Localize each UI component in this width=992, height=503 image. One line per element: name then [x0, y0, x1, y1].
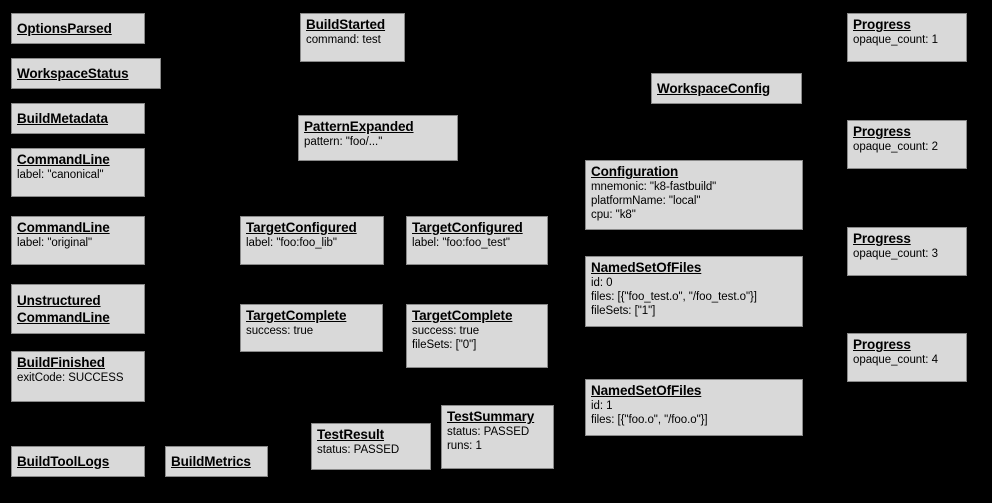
event-node-field: success: true	[412, 325, 480, 337]
event-node-build-finished[interactable]: BuildFinished exitCode: SUCCESS	[11, 351, 145, 402]
event-node-title: TargetConfigured	[246, 220, 357, 235]
event-node-build-tool-logs[interactable]: BuildToolLogs	[11, 446, 145, 477]
event-node-title: BuildStarted	[306, 17, 386, 32]
event-node-pattern-expanded[interactable]: PatternExpanded pattern: "foo/..."	[298, 115, 458, 161]
event-node-field: opaque_count: 2	[853, 141, 938, 153]
event-node-field: fileSets: ["1"]	[591, 305, 656, 317]
event-node-named-set-of-files-0[interactable]: NamedSetOfFiles id: 0 files: [{"foo_test.o…	[585, 256, 803, 327]
event-node-title: WorkspaceConfig	[657, 80, 771, 96]
event-node-field: command: test	[306, 34, 381, 46]
event-node-target-configured-foo-lib[interactable]: TargetConfigured label: "foo:foo_lib"	[240, 216, 384, 265]
event-node-title: BuildToolLogs	[17, 453, 110, 469]
event-node-test-result[interactable]: TestResult status: PASSED	[311, 423, 431, 470]
event-node-progress-4[interactable]: Progress opaque_count: 4	[847, 333, 967, 382]
event-node-build-metrics[interactable]: BuildMetrics	[165, 446, 268, 477]
event-node-field: label: "foo:foo_lib"	[246, 237, 337, 249]
event-node-field: label: "canonical"	[17, 169, 104, 181]
event-node-field: files: [{"foo.o", "/foo.o"}]	[591, 414, 708, 426]
event-node-title: TargetComplete	[412, 308, 513, 323]
event-node-field: success: true	[246, 325, 314, 337]
event-node-test-summary[interactable]: TestSummary status: PASSED runs: 1	[441, 405, 554, 469]
event-node-title: Progress	[853, 17, 911, 32]
event-node-field: opaque_count: 1	[853, 34, 938, 46]
event-node-target-configured-foo-test[interactable]: TargetConfigured label: "foo:foo_test"	[406, 216, 548, 265]
event-node-title: TestResult	[317, 427, 385, 442]
event-node-field: fileSets: ["0"]	[412, 339, 477, 351]
event-node-title: Progress	[853, 337, 911, 352]
event-node-field: pattern: "foo/..."	[304, 136, 383, 148]
event-node-title: Progress	[853, 231, 911, 246]
event-node-options-parsed[interactable]: OptionsParsed	[11, 13, 145, 44]
event-node-workspace-status[interactable]: WorkspaceStatus	[11, 58, 161, 89]
event-node-title: NamedSetOfFiles	[591, 260, 702, 275]
event-node-field: runs: 1	[447, 440, 482, 452]
event-node-field: label: "foo:foo_test"	[412, 237, 510, 249]
event-node-field: status: PASSED	[447, 426, 530, 438]
event-node-title: BuildMetrics	[171, 453, 251, 469]
event-node-field: status: PASSED	[317, 444, 400, 456]
event-node-title: BuildFinished	[17, 355, 105, 370]
event-node-title: Progress	[853, 124, 911, 139]
event-node-target-complete-lib[interactable]: TargetComplete success: true	[240, 304, 383, 352]
event-node-field: platformName: "local"	[591, 195, 701, 207]
event-node-command-line-original[interactable]: CommandLine label: "original"	[11, 216, 145, 265]
event-node-title: PatternExpanded	[304, 119, 414, 134]
event-node-progress-3[interactable]: Progress opaque_count: 3	[847, 227, 967, 276]
event-node-title: TestSummary	[447, 409, 535, 424]
event-node-configuration[interactable]: Configuration mnemonic: "k8-fastbuild" pla…	[585, 160, 803, 230]
event-node-title: NamedSetOfFiles	[591, 383, 702, 398]
event-node-named-set-of-files-1[interactable]: NamedSetOfFiles id: 1 files: [{"foo.o", "/…	[585, 379, 803, 436]
event-node-field: opaque_count: 4	[853, 354, 938, 366]
event-node-title: BuildMetadata	[17, 110, 108, 126]
event-node-title: TargetConfigured	[412, 220, 523, 235]
event-node-unstructured-command-line[interactable]: Unstructured CommandLine	[11, 284, 145, 334]
event-node-title: Unstructured CommandLine	[17, 292, 110, 325]
event-node-title: CommandLine	[17, 220, 110, 235]
event-node-field: label: "original"	[17, 237, 93, 249]
event-node-title: TargetComplete	[246, 308, 347, 323]
event-node-field: files: [{"foo_test.o", "/foo_test.o"}]	[591, 291, 757, 303]
event-node-target-complete-test[interactable]: TargetComplete success: true fileSets: ["0…	[406, 304, 548, 368]
event-node-field: id: 0	[591, 277, 613, 289]
event-node-title: CommandLine	[17, 152, 110, 167]
event-node-field: id: 1	[591, 400, 613, 412]
event-node-field: mnemonic: "k8-fastbuild"	[591, 181, 717, 193]
event-node-progress-1[interactable]: Progress opaque_count: 1	[847, 13, 967, 62]
event-node-command-line-canonical[interactable]: CommandLine label: "canonical"	[11, 148, 145, 197]
event-node-field: opaque_count: 3	[853, 248, 938, 260]
event-node-field: exitCode: SUCCESS	[17, 372, 124, 384]
event-node-title: Configuration	[591, 164, 679, 179]
event-node-title: WorkspaceStatus	[17, 65, 129, 81]
event-node-progress-2[interactable]: Progress opaque_count: 2	[847, 120, 967, 169]
event-node-field: cpu: "k8"	[591, 209, 636, 221]
event-node-workspace-config[interactable]: WorkspaceConfig	[651, 73, 802, 104]
event-node-title: OptionsParsed	[17, 20, 112, 36]
event-node-build-started[interactable]: BuildStarted command: test	[300, 13, 405, 62]
event-node-build-metadata[interactable]: BuildMetadata	[11, 103, 145, 134]
